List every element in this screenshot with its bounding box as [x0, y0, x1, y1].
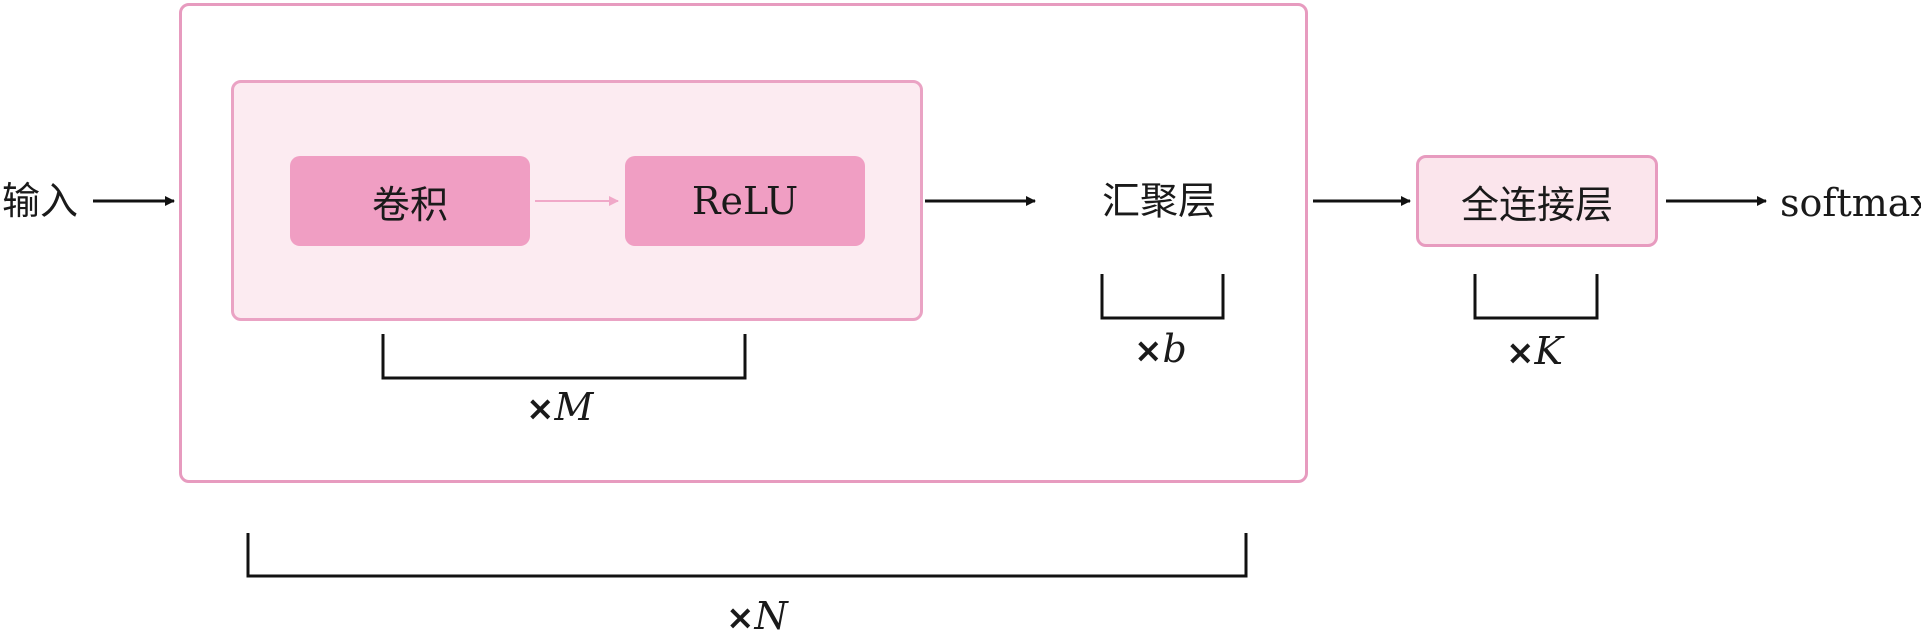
- multiplier-n: ×N: [726, 597, 788, 635]
- multiplier-b: ×b: [1134, 330, 1187, 368]
- multiplier-k: ×K: [1506, 332, 1563, 370]
- bracket-k: [1473, 274, 1599, 320]
- output-label: softmax: [1780, 181, 1921, 225]
- multiplier-b-symbol: ×: [1134, 331, 1163, 371]
- fc-label: 全连接层: [1460, 182, 1613, 227]
- pool-label: 汇聚层: [1102, 179, 1217, 223]
- multiplier-n-symbol: ×: [726, 598, 755, 638]
- multiplier-n-var: N: [754, 594, 788, 638]
- input-label: 输入: [2, 179, 79, 223]
- conv-label: 卷积: [371, 182, 448, 227]
- multiplier-k-var: K: [1534, 329, 1563, 373]
- multiplier-m-symbol: ×: [526, 389, 555, 429]
- multiplier-b-var: b: [1162, 327, 1187, 371]
- multiplier-m-var: M: [554, 385, 594, 429]
- conv-node: 卷积: [290, 156, 530, 246]
- relu-node: ReLU: [625, 156, 865, 246]
- bracket-n: [246, 533, 1248, 578]
- fc-node: 全连接层: [1416, 155, 1658, 247]
- relu-label: ReLU: [691, 179, 799, 223]
- multiplier-k-symbol: ×: [1506, 333, 1535, 373]
- multiplier-m: ×M: [526, 388, 593, 426]
